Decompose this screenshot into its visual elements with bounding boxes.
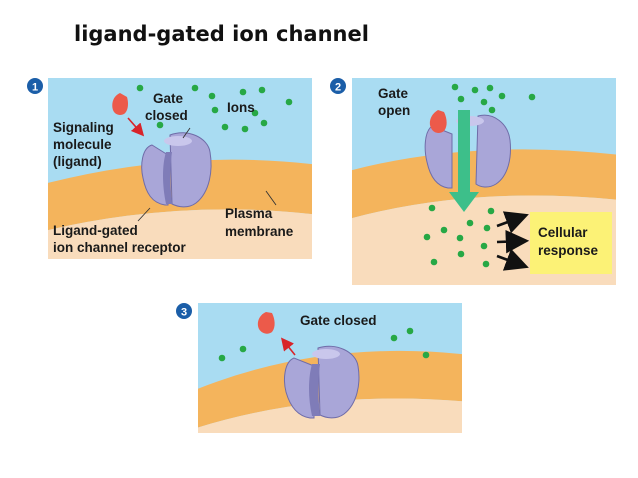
released-ligand xyxy=(257,312,275,334)
ion xyxy=(498,92,506,100)
ion xyxy=(251,109,259,117)
panel1-ions-label: Ions xyxy=(227,100,255,115)
ion xyxy=(239,345,247,353)
panel-2-gate-open: Cellular response Gate open 2 xyxy=(330,78,616,285)
ion xyxy=(285,98,293,106)
ion xyxy=(457,250,465,258)
ion xyxy=(457,95,465,103)
ion xyxy=(260,119,268,127)
ion xyxy=(136,84,144,92)
ion xyxy=(440,226,448,234)
panel2-gate-label-2: open xyxy=(378,103,410,118)
cytoplasm xyxy=(48,209,312,259)
ion-channel-receptor xyxy=(141,132,212,208)
release-arrow xyxy=(281,337,296,356)
ion xyxy=(488,106,496,114)
receptor-label-2: ion channel receptor xyxy=(53,240,187,255)
ion xyxy=(451,83,459,91)
response-label-2: response xyxy=(538,243,599,258)
panel-3-gate-closed: Gate closed 3 xyxy=(176,303,462,433)
ion xyxy=(221,123,229,131)
ions-group-2-outside xyxy=(451,83,536,114)
step-number-2: 2 xyxy=(335,82,341,94)
ion xyxy=(422,351,430,359)
ion xyxy=(406,327,414,335)
ligand xyxy=(112,93,128,115)
ions-group-2-inside xyxy=(423,204,495,268)
response-label-1: Cellular xyxy=(538,225,588,240)
ion xyxy=(156,121,164,129)
ion xyxy=(482,260,490,268)
ion xyxy=(428,204,436,212)
panel-1-gate-closed: Gate closed Ions Signaling molecule (lig… xyxy=(27,78,312,259)
receptor-label-1: Ligand-gated xyxy=(53,223,138,238)
step-badge-3 xyxy=(176,303,192,319)
ion xyxy=(218,354,226,362)
signaling-label-1: Signaling xyxy=(53,120,114,135)
ions-group-3 xyxy=(218,327,430,362)
ion xyxy=(241,125,249,133)
ion xyxy=(528,93,536,101)
ion xyxy=(211,106,219,114)
ion xyxy=(480,98,488,106)
ion xyxy=(430,258,438,266)
signaling-label-2: molecule xyxy=(53,137,112,152)
step-badge-2 xyxy=(330,78,346,94)
response-arrows xyxy=(496,211,530,271)
ion xyxy=(423,233,431,241)
cellular-response-box xyxy=(530,212,612,274)
step-badge-1 xyxy=(27,78,43,94)
ion xyxy=(483,224,491,232)
ion-channel-closed-3 xyxy=(284,345,360,419)
step-number-3: 3 xyxy=(181,307,187,319)
ion xyxy=(456,234,464,242)
ion xyxy=(239,88,247,96)
ion xyxy=(466,219,474,227)
ions-group-1 xyxy=(136,84,293,133)
ion xyxy=(471,86,479,94)
step-number-1: 1 xyxy=(32,82,38,94)
ion xyxy=(480,242,488,250)
ion xyxy=(487,207,495,215)
ion xyxy=(390,334,398,342)
ion-channel-open xyxy=(424,114,511,189)
panel2-gate-label-1: Gate xyxy=(378,86,409,101)
binding-arrow xyxy=(127,117,145,137)
ion xyxy=(208,92,216,100)
signaling-label-3: (ligand) xyxy=(53,154,102,169)
panel1-gate-label-1: Gate xyxy=(153,91,184,106)
diagram-title: ligand-gated ion channel xyxy=(74,22,369,46)
ion-flow-arrow xyxy=(449,110,479,212)
membrane-label-1: Plasma xyxy=(225,206,273,221)
bound-ligand xyxy=(429,110,447,133)
membrane-label-2: membrane xyxy=(225,224,294,239)
panel3-gate-label: Gate closed xyxy=(300,313,377,328)
ion xyxy=(258,86,266,94)
ion xyxy=(191,84,199,92)
ion xyxy=(486,84,494,92)
panel1-gate-label-2: closed xyxy=(145,108,188,123)
